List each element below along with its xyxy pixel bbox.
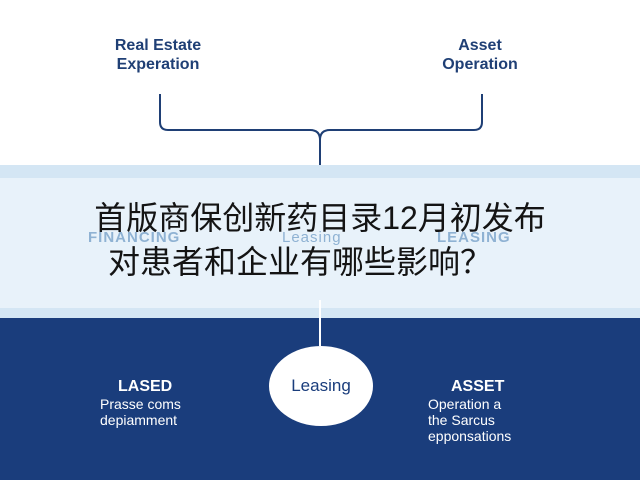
lased-body: Prasse coms depiamment [100,396,230,428]
asset-line-1: Operation a [428,396,502,412]
real-estate-node: Real Estate Experation [88,36,228,74]
asset-title: ASSET [451,378,505,395]
headline-overlay: 首版商保创新药目录12月初发布 对患者和企业有哪些影响？ [0,196,640,284]
headline-line-1: 首版商保创新药目录12月初发布 [94,200,546,236]
lased-title: LASED [118,378,173,395]
light-blue-band-inner [0,178,640,308]
asset-operation-node: Asset Operation [410,36,550,74]
ghost-label-leasing-right: LEASING [437,229,511,246]
lased-line-1: Prasse coms [100,396,181,412]
real-estate-line-1: Real Estate [114,37,202,54]
lased-line-2: depiamment [100,412,178,428]
ghost-label-financing: FINANCING [88,229,181,246]
leasing-circle-label: Leasing [291,376,351,395]
asset-line-2: the Sarcus [428,412,495,428]
ghost-label-leasing: Leasing [282,229,342,246]
leasing-circle: Leasing [269,346,373,426]
asset-operation-line-2: Operation [442,56,518,73]
asset-operation-line-1: Asset [458,37,502,54]
real-estate-line-2: Experation [116,56,200,73]
asset-body: Operation a the Sarcus epponsations [428,396,568,444]
asset-line-3: epponsations [428,428,512,444]
headline-line-2: 对患者和企业有哪些影响？ [107,244,492,280]
